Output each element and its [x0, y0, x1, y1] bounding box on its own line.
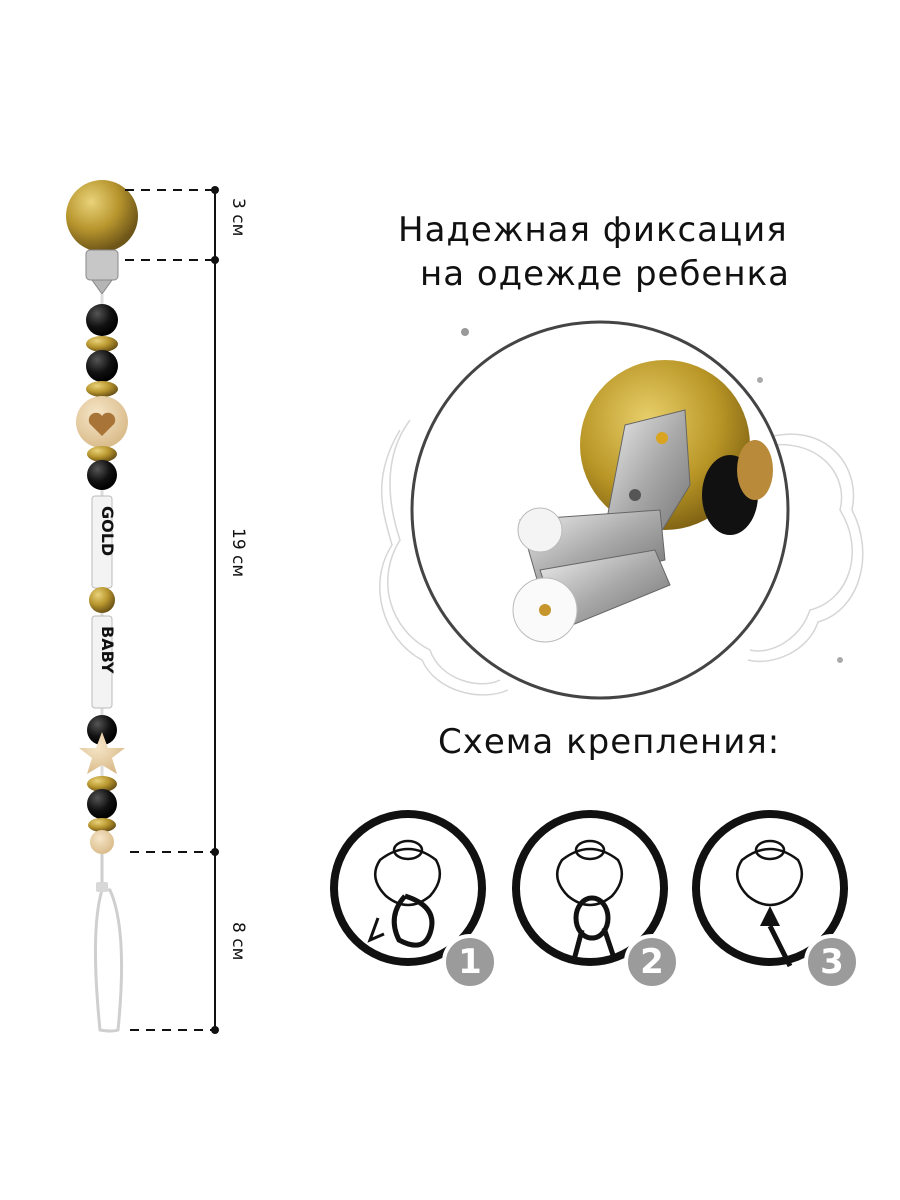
dimension-middle-label: 19 см — [228, 528, 248, 578]
pacifier-holder-illustration: GOLD BABY — [66, 180, 138, 1033]
letter-beads-baby: BABY — [91, 615, 117, 709]
dimension-lines — [125, 186, 219, 1034]
letters-baby: BABY — [98, 626, 117, 674]
clip-closeup-illustration — [379, 320, 864, 700]
dimension-top-label: 3 см — [228, 198, 248, 237]
headline-line-1: Надежная фиксация — [398, 210, 788, 250]
step-badge-2: 2 — [624, 934, 680, 990]
step-1-diagram — [330, 810, 486, 966]
attachment-steps — [330, 810, 848, 968]
wood-star-bead — [79, 732, 125, 774]
cord-loop — [93, 854, 124, 1033]
step-badge-3: 3 — [804, 934, 860, 990]
dimension-bottom-label: 8 см — [228, 922, 248, 961]
step-badge-1: 1 — [442, 934, 498, 990]
letter-beads-gold: GOLD — [91, 495, 117, 589]
scheme-title: Схема крепления: — [438, 722, 781, 762]
step-2-diagram — [512, 810, 668, 966]
letters-gold: GOLD — [98, 506, 117, 556]
clip-gold-button — [66, 180, 138, 252]
headline-line-2: на одежде ребенка — [420, 254, 790, 294]
step-3-diagram — [692, 810, 848, 968]
